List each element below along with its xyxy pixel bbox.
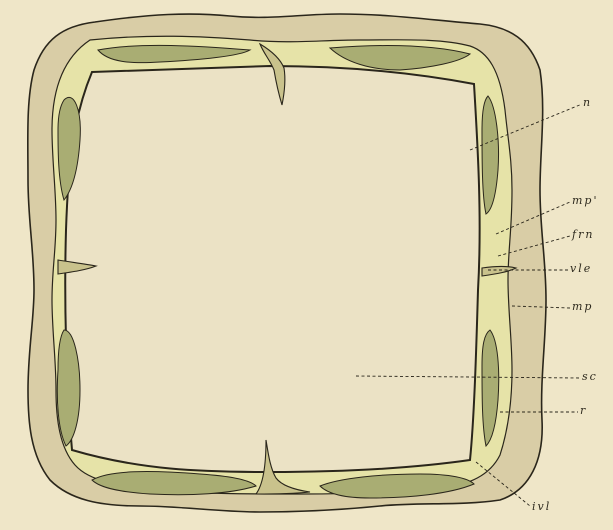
- inner-cavity: [65, 66, 479, 472]
- label-r: r: [580, 404, 587, 417]
- label-vle: vle: [570, 262, 592, 275]
- label-sc: sc: [582, 370, 598, 383]
- label-n: n: [583, 96, 592, 109]
- label-ivl: ivl: [532, 500, 551, 513]
- label-mp: mp: [572, 300, 593, 313]
- label-mp-prime: mp': [572, 194, 599, 207]
- label-frn: frn: [572, 228, 594, 241]
